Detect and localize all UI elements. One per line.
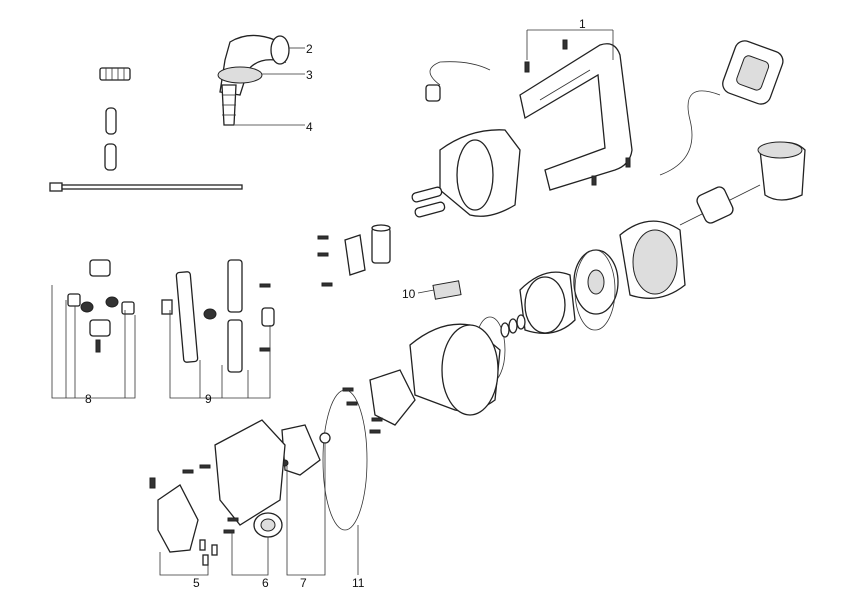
float-mount: [161, 259, 275, 373]
impeller: [519, 271, 576, 334]
callout-9: 9: [205, 392, 212, 406]
callout-5: 5: [193, 576, 200, 590]
valve-block: [369, 369, 416, 426]
screws-outlet: [182, 464, 239, 534]
callout-2: 2: [306, 42, 313, 56]
screws-handle: [524, 39, 631, 186]
outlet-cover: [214, 419, 286, 538]
cable-tie: [49, 182, 243, 192]
callout-8: 8: [85, 392, 92, 406]
motor-cover: [757, 141, 806, 201]
crimp-connector-1: [105, 107, 117, 135]
callout-1: 1: [579, 17, 586, 31]
float-switch: [659, 40, 784, 176]
handle: [519, 43, 633, 191]
bolts: [411, 186, 446, 218]
washers: [500, 314, 526, 338]
capacitor: [371, 224, 391, 264]
power-cord: [425, 61, 491, 102]
callout-7: 7: [300, 576, 307, 590]
callout-11: 11: [352, 576, 365, 590]
clips-set: [67, 259, 135, 353]
base-plate: [149, 477, 218, 566]
bracket-8: [51, 285, 136, 399]
cable-clamp: [317, 234, 366, 287]
large-o-ring: [322, 389, 368, 531]
bracket-9: [169, 310, 271, 399]
pump-housing: [409, 323, 501, 416]
terminal-block: [99, 67, 131, 81]
callout-3: 3: [306, 68, 313, 82]
bearing-bracket: [573, 249, 619, 315]
crimp-connector-2: [104, 143, 117, 171]
screws-valve: [342, 387, 383, 434]
elbow-fitting: [217, 34, 290, 126]
callout-4: 4: [306, 120, 313, 134]
callout-6: 6: [262, 576, 269, 590]
upper-housing: [439, 129, 521, 217]
rotor-shaft: [679, 184, 761, 226]
callout-10: 10: [402, 287, 416, 301]
check-valve: [281, 424, 331, 476]
stator: [619, 220, 686, 299]
o-ring-motor: [574, 249, 616, 331]
label-plate: [432, 280, 462, 300]
